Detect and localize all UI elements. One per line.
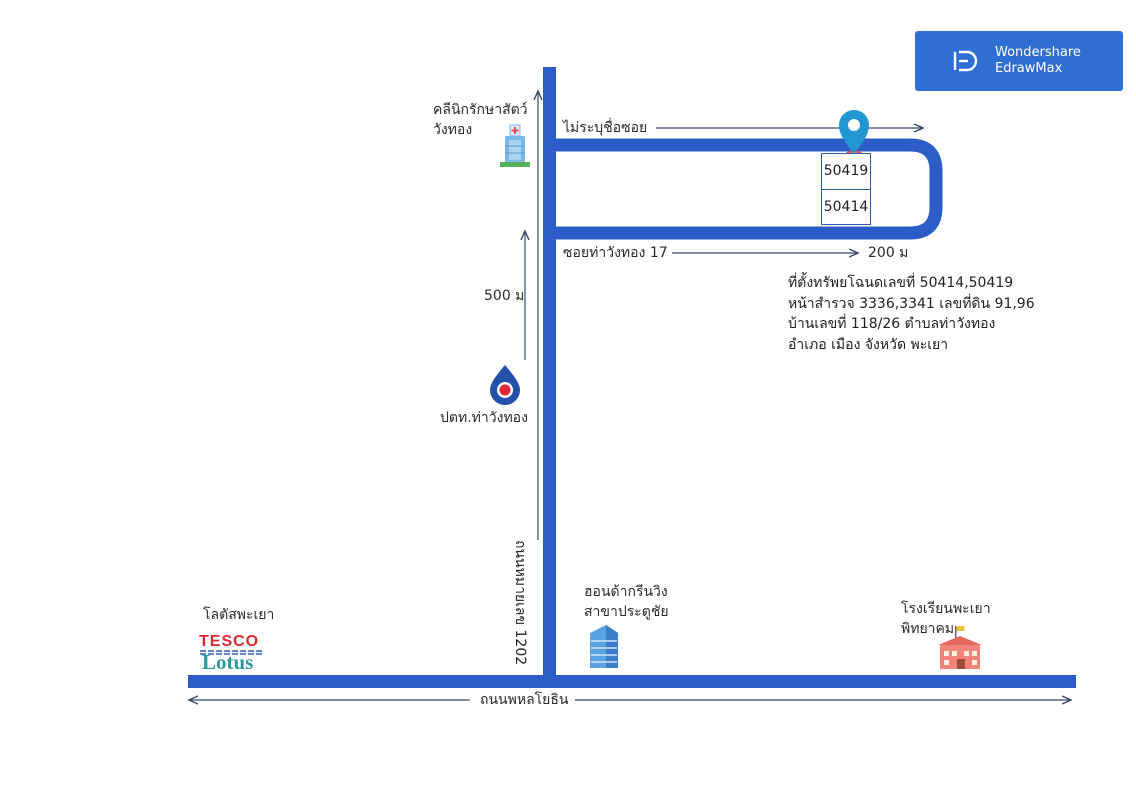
dealer-label-line2: สาขาประตูชัย [584,604,669,620]
clinic-building-icon [500,124,530,167]
school-building-icon [938,626,982,669]
parcel-box: 50419 50414 [821,153,871,225]
soi-loop-road [556,138,943,240]
info-line-1: ที่ตั้งทรัพยโฉนดเลขที่ 50414,50419 [788,275,1014,291]
tesco-logo-text: TESCO [199,633,260,650]
info-line-4: อำเภอ เมือง จังหวัด พะเยา [788,336,949,353]
brand-badge: Wondershare EdrawMax [915,31,1123,91]
edrawmax-logo-icon [953,50,978,72]
soi-bottom-label: ซอยท่าวังทอง 17 [563,245,668,261]
soi-distance-label: 200 ม [868,245,909,261]
school-label-line1: โรงเรียนพะเยา [901,601,991,617]
lotus-logo-text: Lotus [202,650,254,674]
clinic-label: คลีนิกรักษาสัตว์ วังทอง [433,100,528,140]
vertical-distance-label: 500 ม [484,288,525,304]
soi-top-label: ไม่ระบุชื่อซอย [563,120,648,136]
dealer-building-icon [590,625,618,668]
clinic-label-line1: คลีนิกรักษาสัตว์ [433,102,528,118]
school-label-line2: พิทยาคม [901,621,955,637]
clinic-label-line2: วังทอง [433,122,473,138]
brand-line1: Wondershare [995,45,1081,60]
main-road-label: ถนนพหลโยธิน [476,690,573,710]
parcel-number-top: 50419 [822,154,870,190]
info-line-3: บ้านเลขที่ 118/26 ตำบลท่าวังทอง [788,316,996,332]
location-info: ที่ตั้งทรัพยโฉนดเลขที่ 50414,50419 หน้าส… [788,273,1035,355]
location-pin-icon [839,110,869,160]
ptt-fuel-icon [490,365,520,405]
main-road [188,675,1076,688]
parcel-number-bottom: 50414 [823,199,869,215]
highway-road [543,67,556,680]
brand-line2: EdrawMax [995,61,1063,76]
dealer-label: ฮอนด้ากรีนวิง สาขาประตูชัย [584,582,669,622]
dealer-label-line1: ฮอนด้ากรีนวิง [584,584,668,600]
lotus-label: โลตัสพะเยา [203,607,275,623]
brand-name: Wondershare EdrawMax [995,45,1081,77]
tesco-stripes [200,650,264,655]
ptt-label: ปตท.ท่าวังทอง [440,410,528,426]
school-label: โรงเรียนพะเยา พิทยาคม [901,599,991,639]
info-line-2: หน้าสำรวจ 3336,3341 เลขที่ดิน 91,96 [788,295,1035,312]
highway-label: ถนนหมายเลข 1202 [512,540,528,666]
